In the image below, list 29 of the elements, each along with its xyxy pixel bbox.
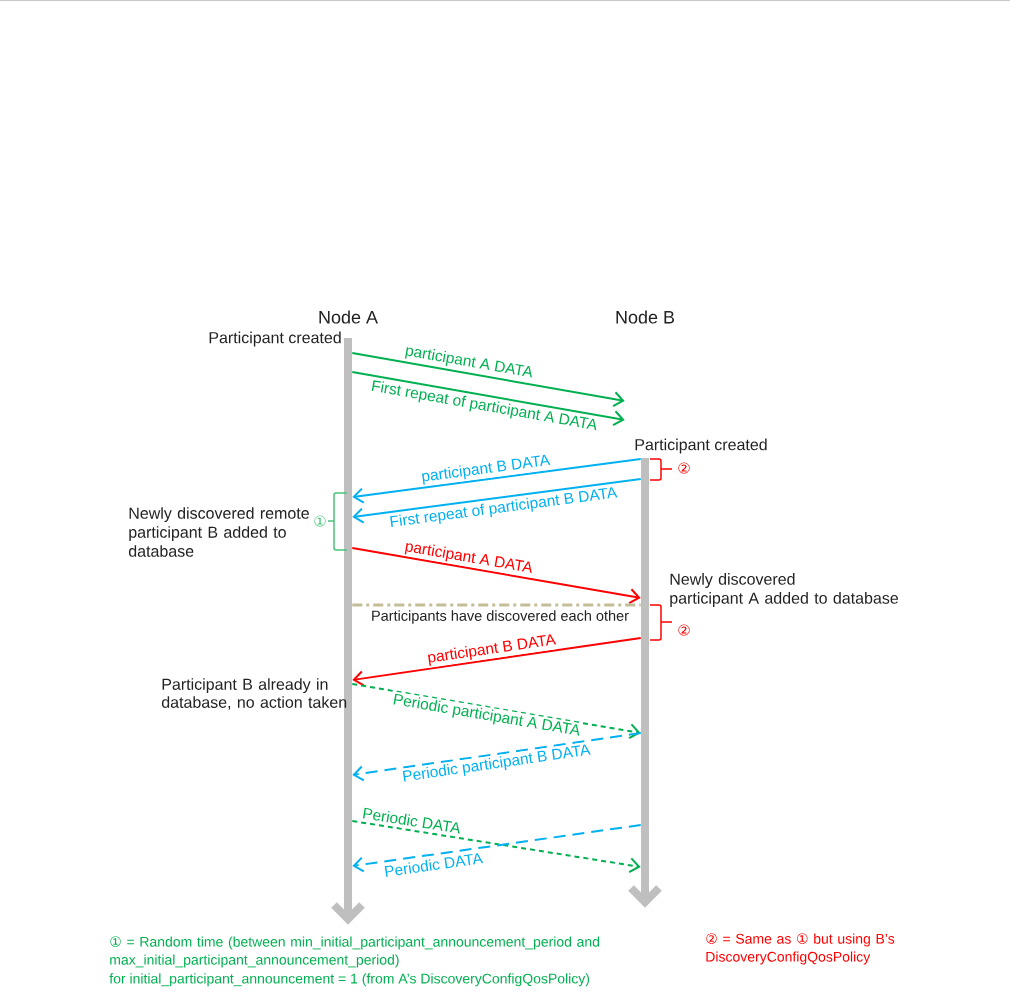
separator-line (352, 603, 641, 607)
edge-label: participant B DATA (424, 631, 559, 668)
arrow (352, 732, 642, 782)
arrow (352, 637, 642, 687)
edge-label: participant A DATA (402, 538, 536, 578)
lifeline-header: Node B (616, 310, 675, 324)
note-text: Participant B already in database, no action taken (161, 678, 347, 710)
arrow (352, 458, 642, 504)
lifeline-header: Node A (319, 310, 378, 324)
arrow (351, 371, 625, 427)
note-text: Participant created (209, 331, 341, 347)
note-text: Participant created (635, 438, 767, 454)
callout-number: ① (314, 515, 326, 527)
arrow (352, 478, 642, 524)
footnote: ① = Random time (between min_initial_participant_announcement_period and max_initial_participant_announcement_period) (110, 936, 600, 968)
edge-label: Periodic participant B DATA (399, 741, 593, 787)
arrow (351, 547, 641, 605)
arrow (351, 352, 625, 408)
footnote: for initial_participant_announcement = 1 (from A’s DiscoveryConfigQosPolicy) (109, 973, 590, 987)
edge-label: First repeat of participant B DATA (387, 484, 620, 532)
footnote: ② = Same as ① but using B’s DiscoveryConfigQosPolicy (706, 933, 895, 965)
edge-label: Periodic participant A DATA (390, 691, 583, 741)
edge-label: Periodic DATA (359, 805, 464, 836)
note-text: Newly discovered participant A added to database (670, 573, 898, 607)
note-text: Newly discovered remote participant B added to database (128, 507, 309, 557)
edge-label: Participants have discovered each other (369, 608, 631, 626)
arrow (351, 683, 641, 740)
edge-label: participant B DATA (418, 452, 553, 487)
edge-label: Periodic DATA (381, 850, 486, 879)
